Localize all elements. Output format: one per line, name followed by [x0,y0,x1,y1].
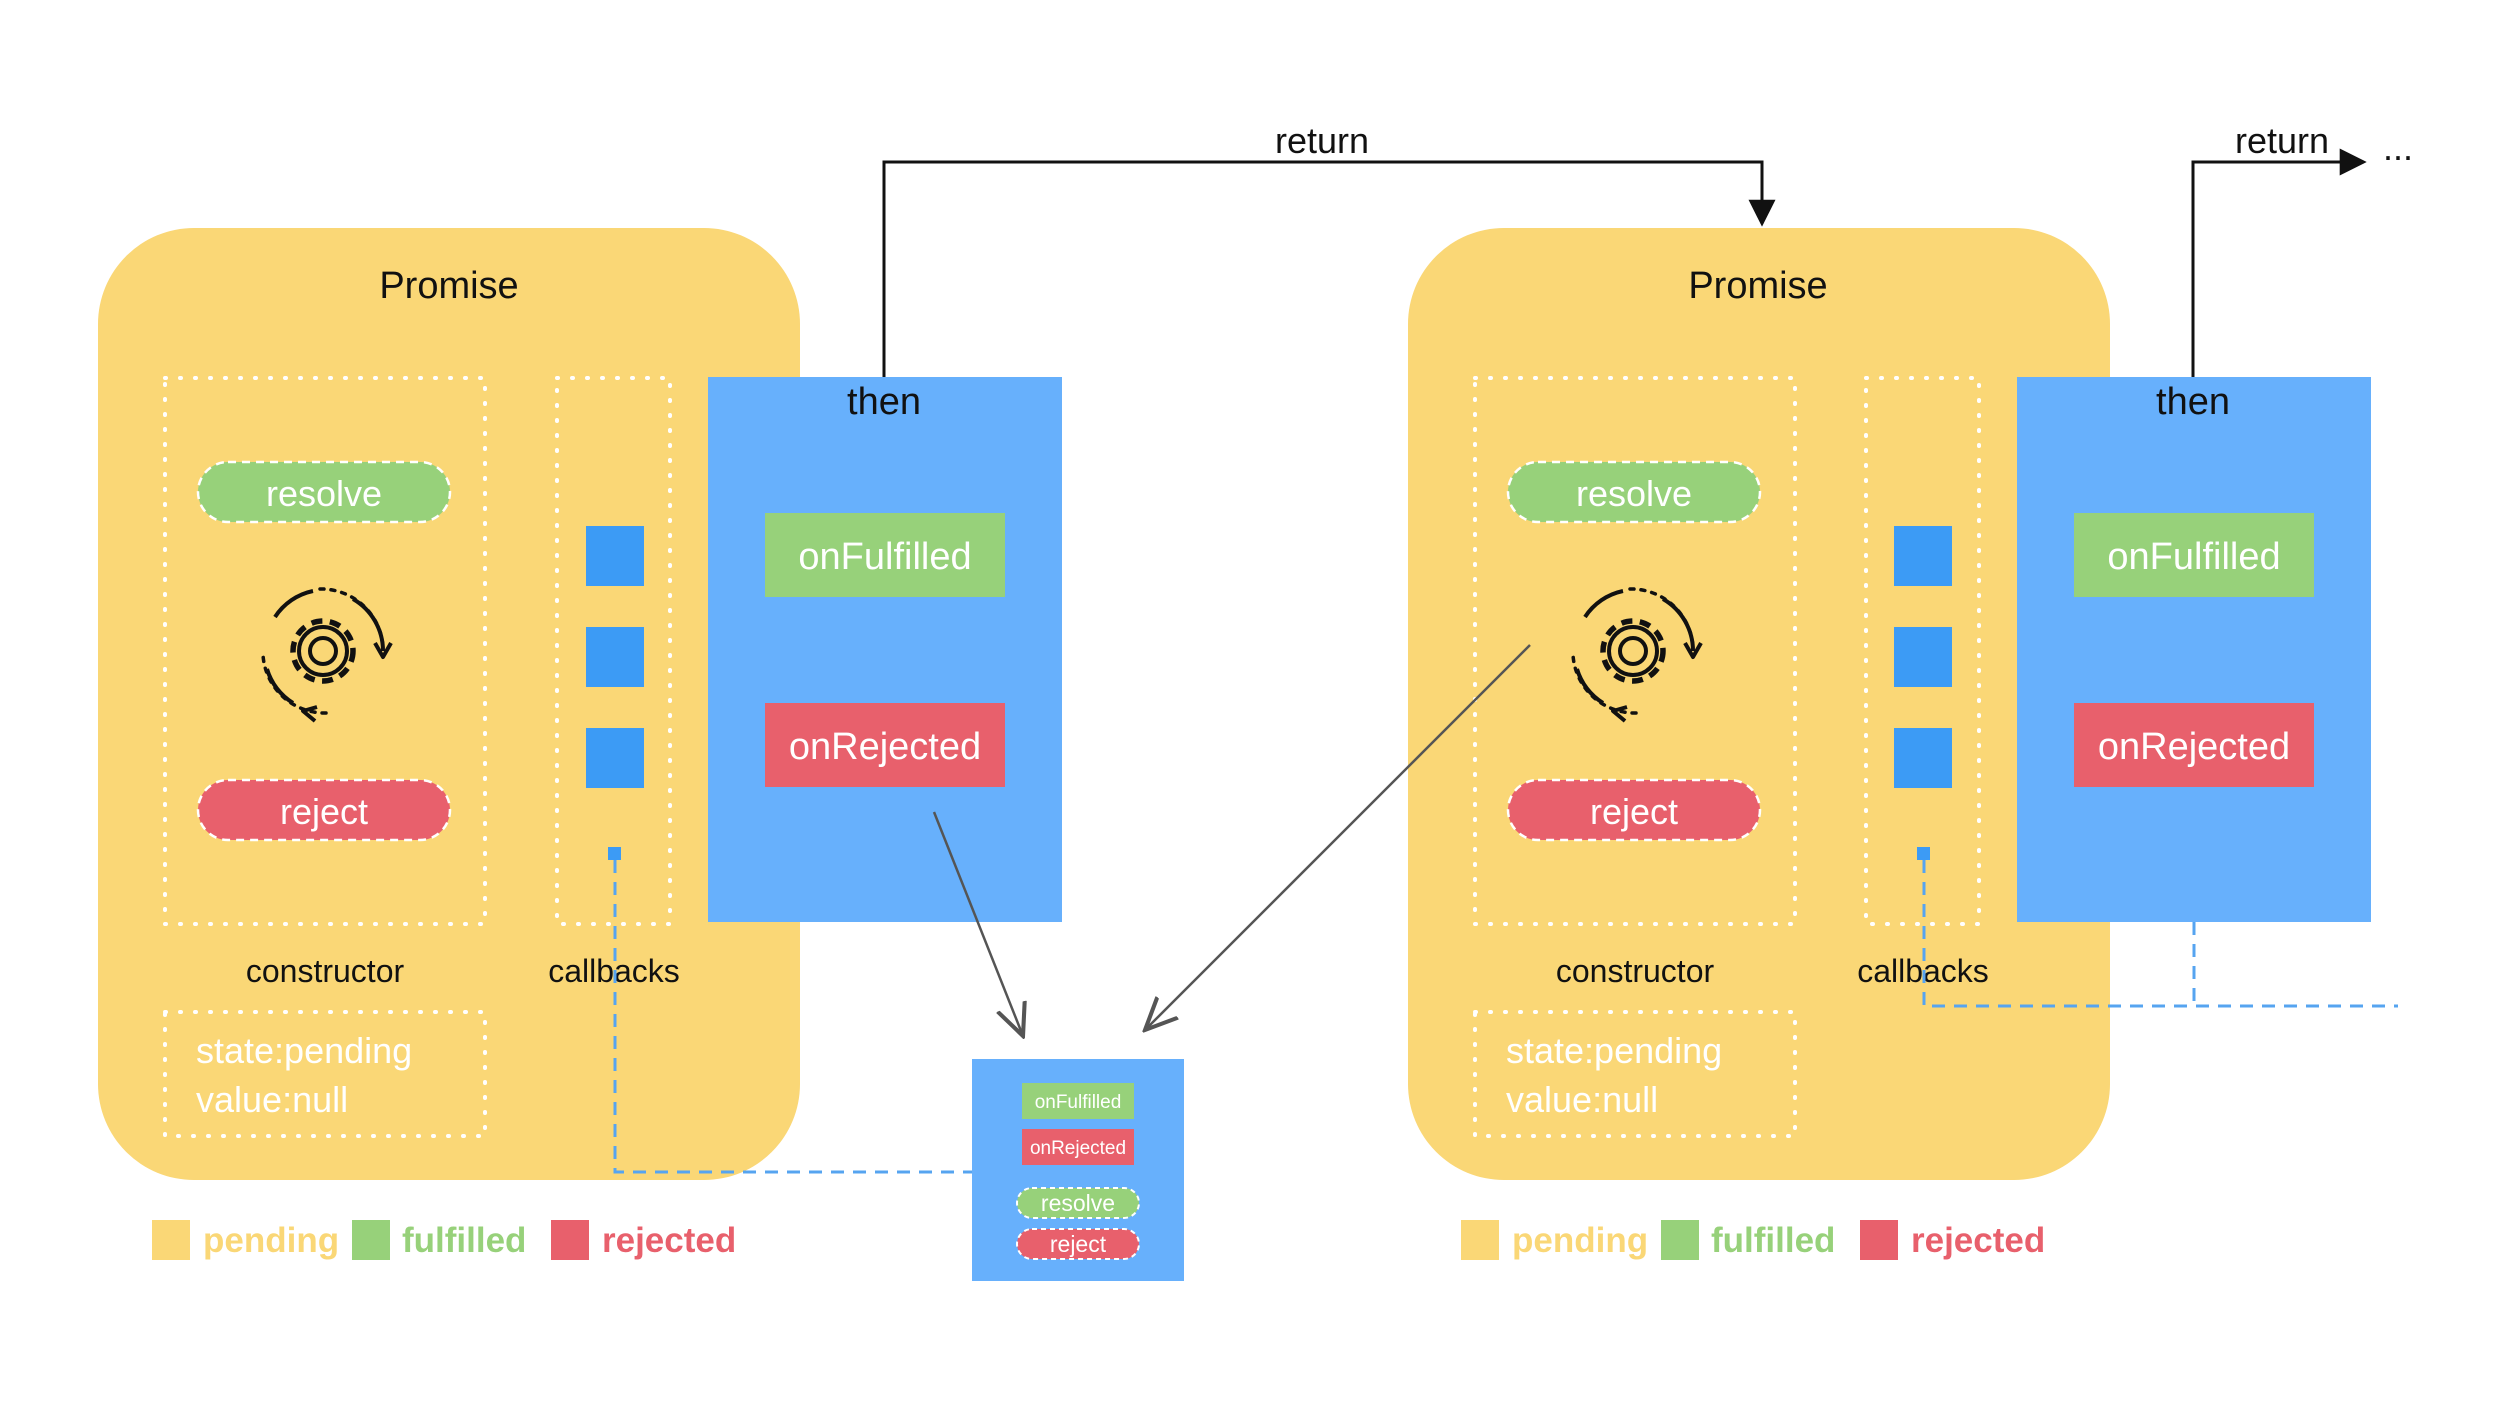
dashed-link-2 [1922,860,2398,1008]
gray-arrow-from-executor [1145,644,1531,1030]
resolve-label: resolve [266,473,382,514]
callback-slot-1 [586,526,644,586]
state-text: state:pending [196,1030,412,1071]
reject-label: reject [280,791,368,832]
legend-fulfilled-label: fulfilled [1711,1221,1835,1260]
legend: pending fulfilled rejected [152,1220,736,1260]
resolve-pill [1506,460,1762,524]
on-fulfilled-label: onFulfilled [798,536,971,578]
legend-fulfilled-label: fulfilled [402,1221,526,1260]
value-text: value:null [1506,1079,1658,1120]
constructor-label: constructor [1556,953,1715,989]
promise-title: Promise [379,265,518,307]
gray-arrow-from-on-rejected [932,811,1023,1036]
callback-item: onFulfilled onRejected resolve reject [972,1059,1184,1281]
reject-pill [196,778,452,842]
callback-slot-2 [586,627,644,687]
return-label-2: return [2235,120,2329,161]
reject-pill [1506,778,1762,842]
then-box [708,377,1062,922]
on-rejected-label: onRejected [789,726,981,768]
callback-slot-3 [586,728,644,788]
on-fulfilled-box [765,513,1005,597]
mini-reject-label: reject [1050,1231,1107,1257]
callback-slot-marker [1917,847,1930,860]
dashed-link-1 [613,860,972,1174]
promise-title: Promise [1688,265,1827,307]
on-fulfilled-label: onFulfilled [2107,536,2280,578]
resolve-label: resolve [1576,473,1692,514]
value-text: value:null [196,1079,348,1120]
legend-pending-swatch [1461,1220,1499,1260]
legend-rejected-swatch [1860,1220,1898,1260]
promise-group-2: Promise resolve reject constructor callb… [1408,228,2371,1260]
state-text: state:pending [1506,1030,1722,1071]
mini-on-fulfilled-label: onFulfilled [1035,1092,1122,1113]
legend-rejected-label: rejected [1911,1221,2045,1260]
mini-on-rejected-label: onRejected [1030,1138,1126,1159]
on-rejected-box [765,703,1005,787]
return-arrow-2 [2191,148,2367,377]
resolve-pill [196,460,452,524]
promise-group-1: Promise resolve reject constructor callb… [98,228,1062,1260]
mini-resolve-pill [1016,1187,1140,1219]
state-region [1473,1010,1797,1138]
then-label: then [847,381,921,423]
legend-fulfilled-swatch [352,1220,390,1260]
legend-rejected-label: rejected [602,1221,736,1260]
return-arrow-1 [882,160,1776,377]
gear-cycle-icon [261,587,393,723]
on-fulfilled-box [2074,513,2314,597]
constructor-label: constructor [246,953,405,989]
reject-label: reject [1590,791,1678,832]
return-label-1: return [1275,120,1369,161]
continuation-ellipsis: ... [2383,127,2413,168]
legend-pending-label: pending [1512,1221,1648,1260]
state-region [163,1010,487,1138]
callback-slot-3 [1894,728,1952,788]
mini-on-rejected-box [1022,1129,1134,1165]
legend-pending-swatch [152,1220,190,1260]
callback-slot-2 [1894,627,1952,687]
mini-reject-pill [1016,1228,1140,1260]
callback-slot-marker [608,847,621,860]
on-rejected-box [2074,703,2314,787]
legend-pending-label: pending [203,1221,339,1260]
gear-cycle-icon [1571,587,1703,723]
then-label: then [2156,381,2230,423]
then-box [2017,377,2371,922]
legend: pending fulfilled rejected [1461,1220,2045,1260]
on-rejected-label: onRejected [2098,726,2290,768]
mini-resolve-label: resolve [1041,1190,1115,1216]
callback-slot-1 [1894,526,1952,586]
mini-on-fulfilled-box [1022,1083,1134,1119]
legend-fulfilled-swatch [1661,1220,1699,1260]
legend-rejected-swatch [551,1220,589,1260]
